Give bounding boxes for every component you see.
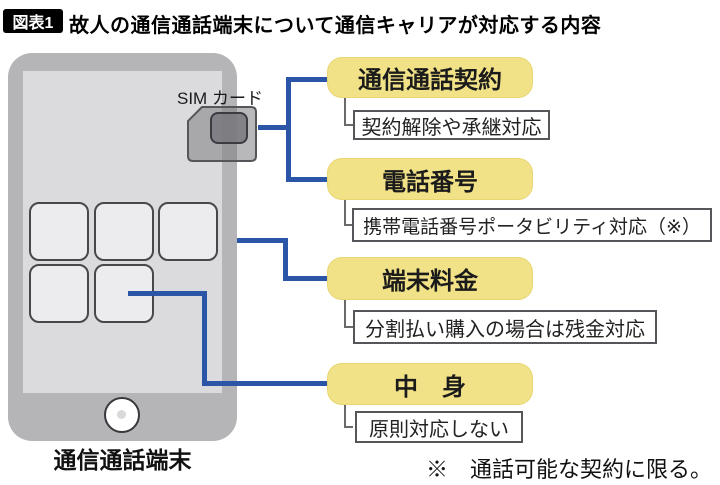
fee-connector-line	[283, 276, 328, 281]
detail-box-contract: 契約解除や承継対応	[353, 110, 550, 140]
detail-elbow-line	[344, 98, 346, 126]
branch-box-number: 電話番号	[327, 158, 533, 200]
home-button-dot	[117, 410, 126, 419]
branch-box-contents: 中 身	[327, 363, 533, 405]
sim-connector-line	[258, 125, 291, 130]
phone-label: 通信通話端末	[53, 447, 192, 473]
keypad-key	[29, 264, 89, 323]
contract-connector-line	[286, 77, 328, 82]
detail-box-fee: 分割払い購入の場合は残金対応	[353, 310, 657, 344]
detail-box-contents: 原則対応しない	[355, 411, 523, 443]
branch-box-contract: 通信通話契約	[327, 57, 533, 98]
detail-elbow-line	[344, 326, 353, 328]
sim-card-label: SIM カード	[177, 89, 263, 108]
keypad-key	[29, 202, 89, 261]
contents-connector-line	[202, 381, 328, 386]
fee-connector-line	[283, 238, 288, 281]
keypad-key	[158, 202, 218, 261]
detail-box-number: 携帯電話番号ポータビリティ対応（※）	[352, 208, 712, 242]
footnote: ※ 通話可能な契約に限る。	[425, 457, 712, 482]
detail-elbow-line	[344, 299, 346, 328]
contents-connector-line	[128, 291, 207, 296]
detail-elbow-line	[344, 224, 353, 226]
detail-elbow-line	[344, 124, 353, 126]
home-button-icon	[104, 397, 140, 433]
contents-connector-line	[202, 291, 207, 386]
branch-box-fee: 端末料金	[327, 257, 533, 300]
fee-connector-line	[237, 238, 288, 243]
detail-elbow-line	[344, 404, 346, 428]
figure-badge: 図表1	[3, 9, 63, 33]
figure-title: 故人の通信通話端末について通信キャリアが対応する内容	[69, 15, 602, 37]
sim-card-icon	[187, 106, 257, 162]
keypad-key	[94, 202, 154, 261]
detail-elbow-line	[344, 199, 346, 226]
number-connector-line	[286, 177, 328, 182]
detail-elbow-line	[344, 426, 353, 428]
bracket-vertical-line	[286, 77, 291, 182]
